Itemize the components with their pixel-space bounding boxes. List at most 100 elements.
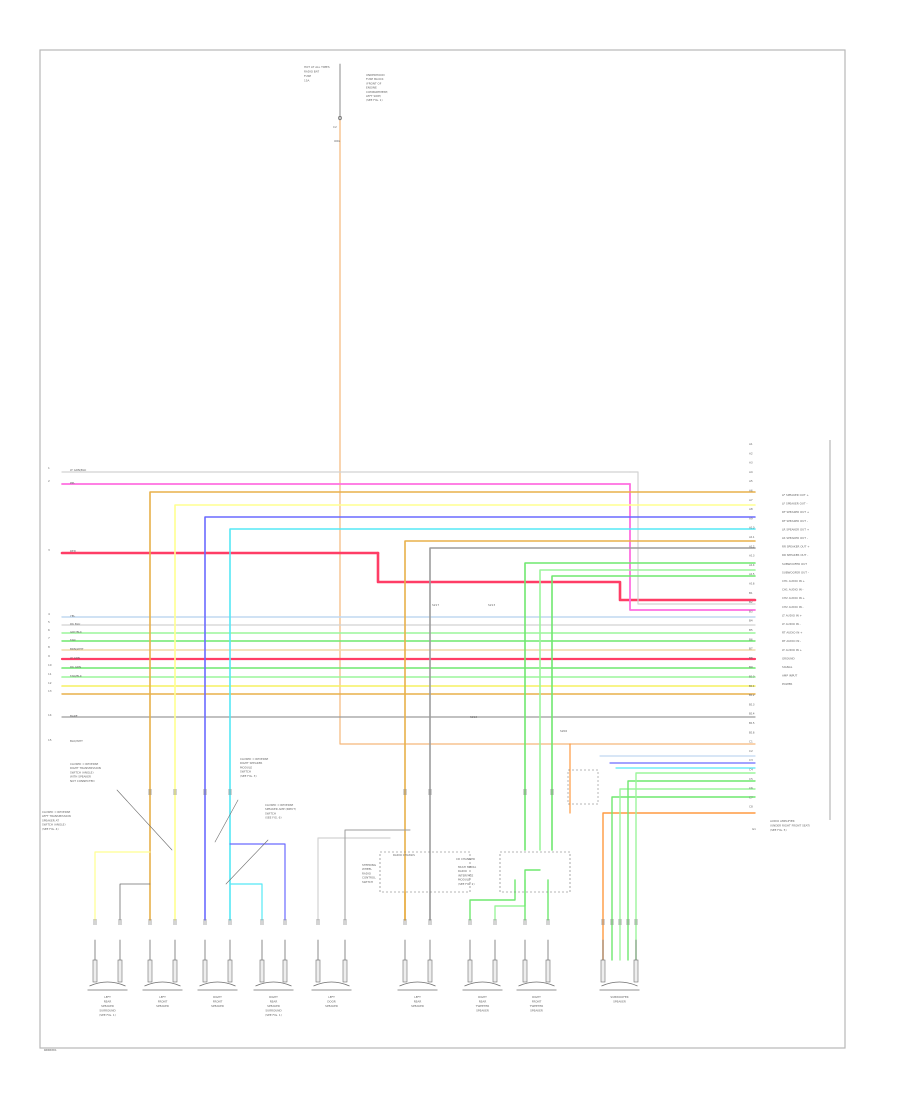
sub-wire-0 — [602, 812, 756, 961]
speaker-label: SPEAKER — [211, 1004, 224, 1008]
note-mid-2: (SEE FIG. 6) — [265, 816, 282, 820]
speaker-terminal — [227, 959, 233, 983]
left-wire-label: LT GRN/BLK — [70, 468, 86, 472]
left-wire-label: DK BLU — [70, 622, 80, 626]
left-pin-label: 2 — [48, 479, 50, 483]
diagram-id: W000001 — [44, 1048, 57, 1052]
speaker-feed-3 — [229, 528, 756, 921]
radio-chassis-label: WHEEL — [362, 867, 372, 871]
speaker-terminal — [147, 959, 153, 983]
amp-signal-label: RR SPEAKER OUT + — [782, 545, 810, 549]
speaker-cone — [313, 981, 350, 987]
left-pin-label: 11 — [48, 672, 52, 676]
speaker-terminal — [282, 959, 288, 983]
amp-pin-label: A15 — [749, 572, 755, 576]
sub-wire-1 — [611, 796, 756, 961]
green-feed-0 — [524, 562, 756, 851]
note-left: CLOSED = REVERSE — [70, 762, 99, 766]
amp-pin-label: B6 — [749, 637, 753, 641]
cd-drop-3 — [524, 869, 541, 921]
speaker-label: REAR — [104, 1000, 112, 1004]
note-mid-2: SPEAKER AMP (INPUT) — [265, 807, 296, 811]
amp-signal-label: POWER — [782, 682, 792, 686]
left-pin-label: 14 — [48, 713, 52, 717]
speaker-cone — [399, 981, 436, 987]
fuse-wire-label: ORG — [334, 139, 340, 143]
speaker-feed-2 — [204, 516, 756, 921]
amp-pin-label: B4 — [749, 619, 753, 623]
speaker-label: SURROUND — [265, 1009, 281, 1013]
speaker-label: REAR — [414, 1000, 422, 1004]
amp-pin-label: A11 — [749, 535, 755, 539]
left-wire-label: BLK/WHT — [70, 739, 83, 743]
amp-signal-label: CH1 AUDIO IN + — [782, 579, 806, 583]
left-wire-label: BARE — [70, 714, 78, 718]
speaker-label: FRONT — [158, 1000, 168, 1004]
cd-changer-label: MULTI MEDIA — [458, 865, 476, 869]
note-mid-2: CLOSED = REVERSE — [265, 803, 294, 807]
amp-signal-label: GROUND — [782, 656, 795, 660]
speaker-feed-4 — [404, 540, 756, 921]
amp-signal-label: RF SPEAKER OUT - — [782, 519, 808, 523]
amp-pin-label: B16 — [749, 730, 755, 734]
amp-signal-label: LR SPEAKER OUT - — [782, 536, 808, 540]
speaker-terminal — [633, 959, 639, 983]
note-mid-1: RIGHT SPEAKER — [240, 761, 262, 765]
fuse-label: FUSE — [304, 74, 311, 78]
component-layer — [87, 63, 831, 991]
left-wire-label: RED — [70, 549, 76, 553]
cd-drop-1 — [469, 879, 516, 921]
amp-signal-label: LR SPEAKER OUT + — [782, 527, 810, 531]
left-pin-label: 15 — [48, 738, 52, 742]
amp-signal-label: SUBWOOFER OUT - — [782, 570, 809, 574]
sub-wire-4 — [635, 772, 756, 961]
left-wire-label: YEL — [70, 614, 75, 618]
speaker-label: SUBWOOFER — [610, 995, 628, 999]
left-wire-label: BRN/WHT — [70, 647, 84, 651]
amp-signal-label: RF SPEAKER OUT + — [782, 510, 810, 514]
left-pin-label: 5 — [48, 620, 50, 624]
fuse-block-label: UNDERHOOD — [366, 73, 385, 77]
amp-pin-label: C8 — [749, 805, 753, 809]
amp-signal-label: LF SPEAKER OUT - — [782, 502, 808, 506]
speaker-cone — [255, 981, 292, 987]
sub-wire-3 — [627, 780, 756, 961]
fuse-block-label: (SEE FIG. 1) — [366, 98, 383, 102]
speaker-terminal — [342, 959, 348, 983]
amp-pin-label: C5 — [749, 777, 753, 781]
feed-wire-orange — [339, 119, 756, 745]
amp-pin-label: B12 — [749, 693, 755, 697]
note-leader-3 — [225, 839, 269, 885]
speaker-terminal — [467, 959, 473, 983]
amp-pin-label: B9 — [749, 665, 753, 669]
amp-pin-label: A12 — [749, 544, 755, 548]
speaker-label: SPEAKER — [476, 1009, 489, 1013]
left-pin-label: 4 — [48, 612, 50, 616]
note-mid-1: CLOSED = REVERSE — [240, 757, 269, 761]
amp-pin-label: B7 — [749, 647, 753, 651]
left-pin-label: 13 — [48, 689, 52, 693]
amp-pin-label: C3 — [749, 758, 753, 762]
amp-pin-label: B10 — [749, 675, 755, 679]
amp-pin-label: A9 — [749, 516, 753, 520]
speaker-label: TWEETER — [475, 1004, 489, 1008]
note-left-2: LEFT TRANSMISSION — [42, 814, 71, 818]
fuse-block-label: LEFT SIDE) — [366, 94, 381, 98]
amp-pin-label: A10 — [749, 526, 755, 530]
left-pin-label: 1 — [48, 466, 50, 470]
speaker-label: SPEAKER — [101, 1004, 114, 1008]
note-mid-1: (SEE FIG. 3) — [240, 774, 257, 778]
amp-signal-label: SIGNAL — [782, 665, 793, 669]
speaker-feed-0 — [149, 491, 756, 921]
speaker-label: DOOR — [327, 1000, 336, 1004]
speaker-label: LEFT — [104, 995, 111, 999]
amp-signal-label: LT AUDIO IN + — [782, 648, 803, 652]
speaker-terminal — [522, 959, 528, 983]
radio-chassis-title: RADIO CHASSIS — [393, 853, 415, 857]
note-left-2: (SEE FIG. 4) — [42, 827, 59, 831]
amp-pin-label: B14 — [749, 712, 755, 716]
speaker-cone — [464, 981, 501, 987]
amp-pin-label: B11 — [749, 684, 755, 688]
fuse-block-label: COMPARTMENT, — [366, 90, 388, 94]
speaker-cone — [601, 981, 638, 987]
